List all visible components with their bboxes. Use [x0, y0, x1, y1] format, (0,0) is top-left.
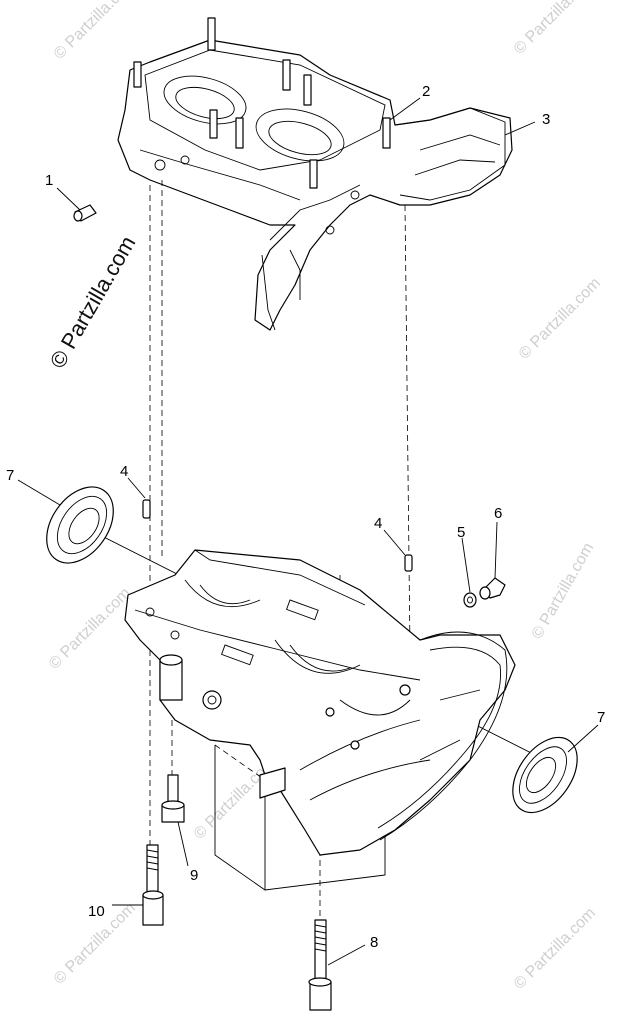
upper-crankcase [117, 17, 513, 331]
watermark-faint-3: © Partzilla.com [516, 275, 604, 363]
watermark-faint-2: © Partzilla.com [511, 0, 599, 58]
callout-6: 6 [494, 505, 502, 522]
watermark-faint-5: © Partzilla.com [529, 540, 598, 642]
callout-9: 9 [190, 867, 198, 884]
watermark-faint-4: © Partzilla.com [46, 585, 134, 673]
callout-10: 10 [88, 903, 105, 920]
leader-lines [17, 97, 599, 966]
part-6-plug [479, 577, 506, 600]
part-5-washer [463, 592, 477, 608]
part-4-dowel-right [404, 554, 413, 572]
callout-7-left: 7 [6, 467, 14, 484]
callout-4-right: 4 [374, 515, 382, 532]
callout-5: 5 [457, 524, 465, 541]
part-8-bolt [308, 919, 332, 1011]
part-7-seal-left [46, 486, 114, 564]
part-4-dowel-left [142, 499, 151, 519]
callout-labels: 1 2 3 4 4 5 6 7 7 8 9 10 [6, 83, 605, 951]
lower-crankcase [124, 549, 516, 891]
callout-3: 3 [542, 111, 550, 128]
part-1-dowel [73, 204, 97, 222]
part-7-seal-right [512, 736, 578, 814]
watermark-faint-8: © Partzilla.com [511, 905, 599, 993]
watermark-main: © Partzilla.com [45, 232, 141, 373]
watermark-faint-1: © Partzilla.com [51, 0, 139, 63]
callout-2: 2 [422, 83, 430, 100]
callout-1: 1 [45, 172, 53, 189]
callout-7-right: 7 [597, 709, 605, 726]
callout-4-left: 4 [120, 463, 128, 480]
part-10-bolt [142, 844, 164, 926]
callout-8: 8 [370, 934, 378, 951]
part-9-bolt [161, 774, 185, 823]
